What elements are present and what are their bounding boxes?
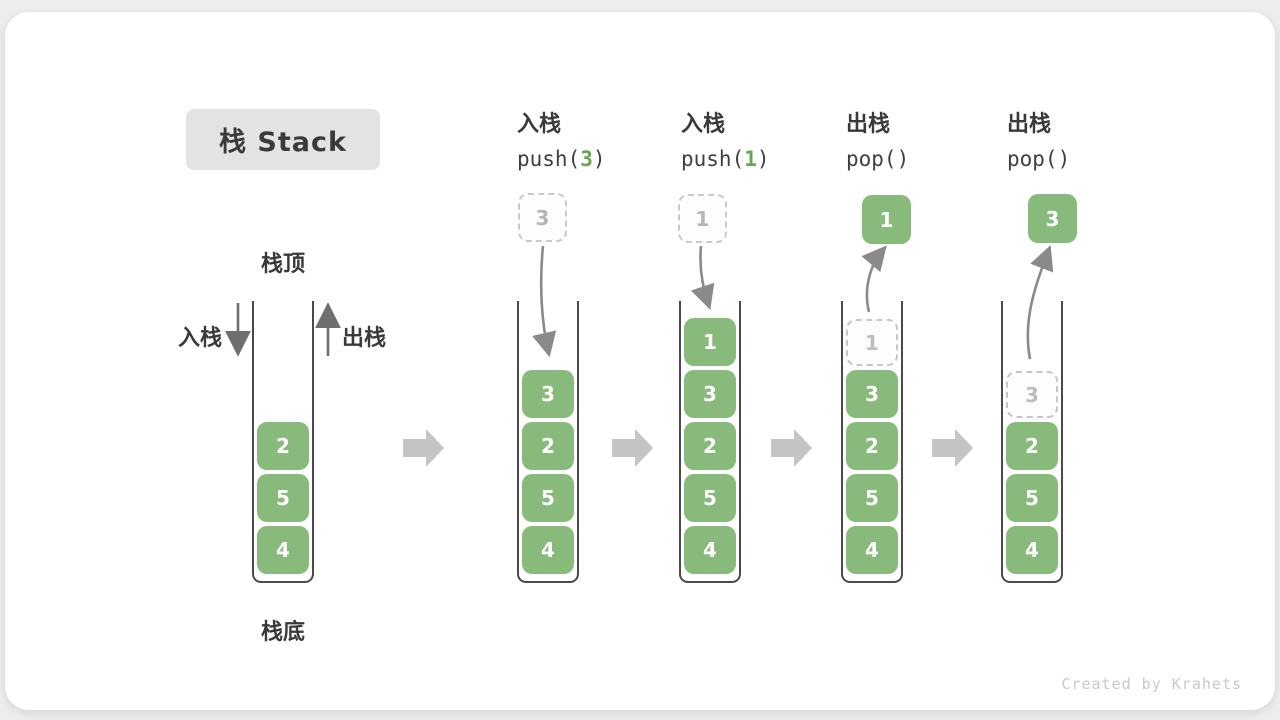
stack-cell: 4	[846, 526, 898, 574]
code-arg: 3	[580, 147, 593, 171]
incoming-value-box: 1	[678, 194, 727, 243]
push-direction-label: 入栈	[178, 326, 223, 351]
operation-header-pop2: 出栈 pop()	[1007, 106, 1167, 171]
pop-direction-label: 出栈	[342, 326, 387, 351]
operation-name: 出栈	[846, 112, 891, 137]
stack-top-label: 栈顶	[260, 252, 305, 277]
stack-cell: 3	[522, 370, 574, 418]
code-text: )	[1057, 147, 1071, 171]
operation-code: push(1)	[681, 147, 841, 171]
incoming-value-box: 3	[518, 193, 567, 242]
ghost-cell: 3	[1006, 371, 1058, 418]
code-text: push(	[517, 147, 581, 171]
operation-header-push3: 入栈 push(3)	[517, 106, 677, 171]
operation-code: pop()	[846, 147, 1006, 171]
popped-value-box: 1	[862, 195, 911, 244]
code-text: )	[592, 147, 606, 171]
title-text: 栈 Stack	[219, 127, 347, 158]
stack-cell: 2	[257, 422, 309, 470]
stack-cell: 2	[846, 422, 898, 470]
operation-code: pop()	[1007, 147, 1167, 171]
stack-cell: 4	[1006, 526, 1058, 574]
code-arg: 1	[744, 147, 757, 171]
stack-cell: 5	[257, 474, 309, 522]
code-text: )	[756, 147, 770, 171]
ghost-cell: 1	[846, 319, 898, 366]
stack-cell: 2	[684, 422, 736, 470]
stack-cell: 1	[684, 318, 736, 366]
operation-name: 入栈	[681, 112, 726, 137]
incoming-value: 1	[695, 206, 710, 231]
popped-value-box: 3	[1028, 194, 1077, 243]
code-text: push(	[681, 147, 745, 171]
code-text: )	[896, 147, 910, 171]
popped-value: 3	[1045, 206, 1060, 231]
operation-name: 出栈	[1007, 112, 1052, 137]
incoming-value: 3	[535, 205, 550, 230]
stack-cell: 4	[257, 526, 309, 574]
code-text: pop(	[1007, 147, 1058, 171]
stack-cell: 2	[522, 422, 574, 470]
stack-cell: 3	[846, 370, 898, 418]
stack-cell: 5	[684, 474, 736, 522]
credit-text: Created by Krahets	[1061, 675, 1242, 693]
stack-cell: 4	[684, 526, 736, 574]
popped-value: 1	[879, 207, 894, 232]
operation-name: 入栈	[517, 112, 562, 137]
stack-cell: 5	[522, 474, 574, 522]
code-text: pop(	[846, 147, 897, 171]
stack-cell: 5	[1006, 474, 1058, 522]
stack-cell: 4	[522, 526, 574, 574]
stack-cell: 3	[684, 370, 736, 418]
stack-cell: 5	[846, 474, 898, 522]
operation-header-push1: 入栈 push(1)	[681, 106, 841, 171]
stack-cell: 2	[1006, 422, 1058, 470]
operation-code: push(3)	[517, 147, 677, 171]
stack-bottom-label: 栈底	[260, 620, 305, 645]
title-badge: 栈 Stack	[186, 109, 380, 170]
operation-header-pop1: 出栈 pop()	[846, 106, 1006, 171]
